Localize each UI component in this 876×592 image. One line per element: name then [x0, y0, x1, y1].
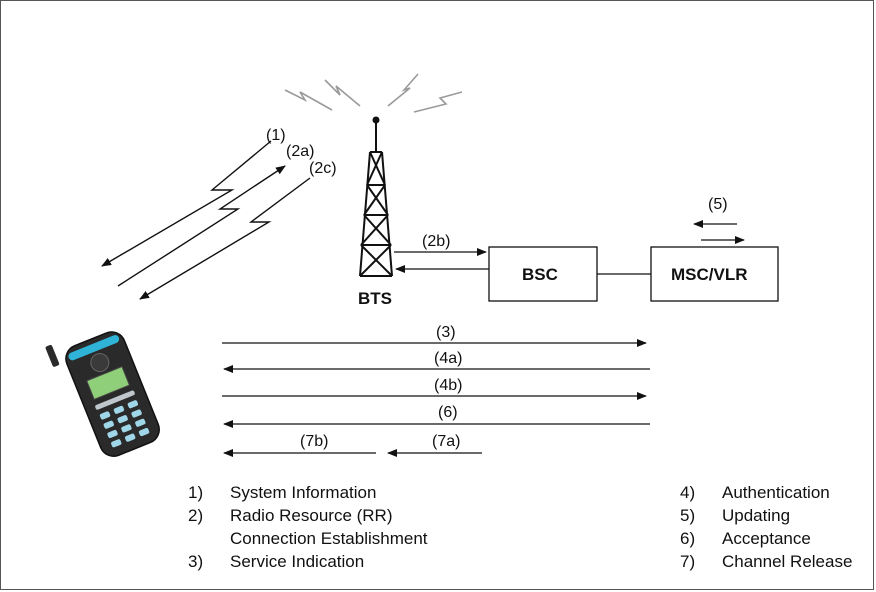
legend-num: 1): [188, 483, 203, 502]
label-7b: (7b): [300, 433, 328, 450]
label-4a: (4a): [434, 350, 462, 367]
label-3: (3): [436, 324, 456, 341]
legend-num: 6): [680, 529, 695, 548]
label-2c: (2c): [309, 160, 337, 177]
bts-label: BTS: [358, 289, 392, 308]
mobile-phone-icon: [45, 331, 160, 457]
legend-text: Updating: [722, 506, 790, 525]
legend-right: 4) Authentication 5) Updating 6) Accepta…: [680, 483, 852, 571]
label-4b: (4b): [434, 377, 462, 394]
legend-num: 7): [680, 552, 695, 571]
legend-num: 2): [188, 506, 203, 525]
legend-num: 4): [680, 483, 695, 502]
label-6: (6): [438, 404, 458, 421]
legend-text: Channel Release: [722, 552, 852, 571]
label-2a: (2a): [286, 143, 314, 160]
legend-left: 1) System Information 2) Radio Resource …: [188, 483, 428, 571]
legend-text: Acceptance: [722, 529, 811, 548]
msc-vlr-label: MSC/VLR: [671, 265, 748, 284]
legend-text: Connection Establishment: [230, 529, 428, 548]
legend-text: Service Indication: [230, 552, 364, 571]
bsc-label: BSC: [522, 265, 558, 284]
label-5: (5): [708, 196, 728, 213]
label-1: (1): [266, 127, 286, 144]
radio-signal-icon: [284, 73, 463, 113]
arrow-2a-radio: [117, 165, 286, 287]
bsc-box: [488, 246, 598, 302]
arrow-2c-radio: [139, 177, 311, 300]
legend-num: 3): [188, 552, 203, 571]
label-7a: (7a): [432, 433, 460, 450]
legend-num: 5): [680, 506, 695, 525]
legend-text: Authentication: [722, 483, 830, 502]
label-2b: (2b): [422, 233, 450, 250]
arrow-1-radio: [101, 140, 272, 267]
legend-text: System Information: [230, 483, 376, 502]
bts-tower-icon: [359, 116, 393, 277]
legend-text: Radio Resource (RR): [230, 506, 393, 525]
